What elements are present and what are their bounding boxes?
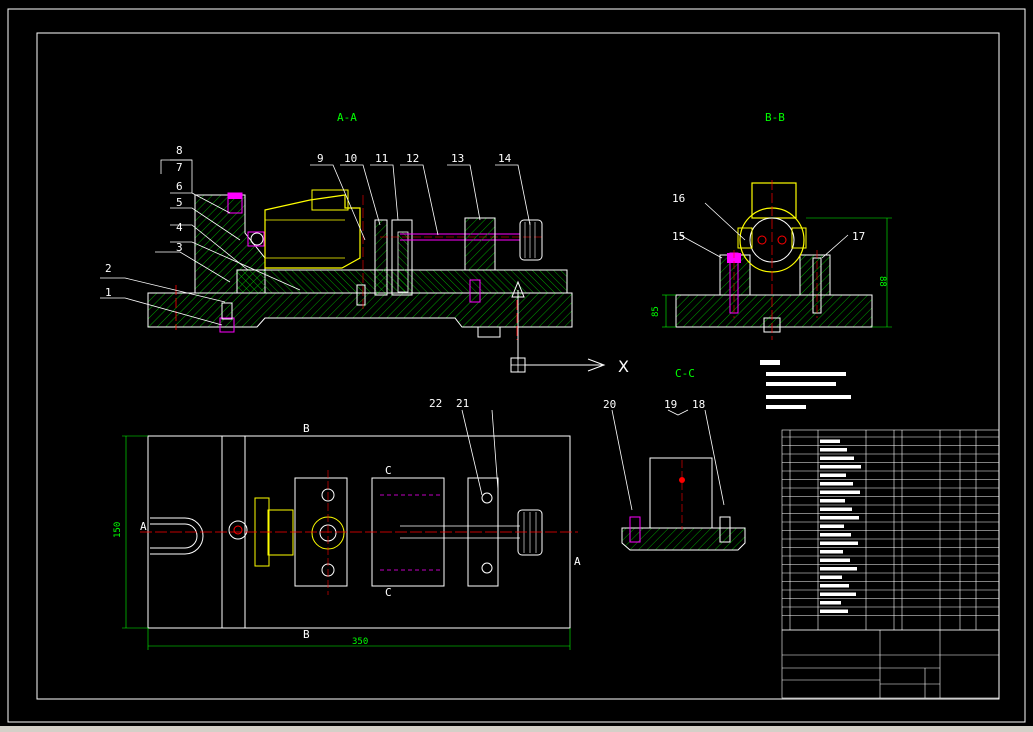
section-label-cc: C-C: [675, 367, 695, 380]
view-mark-b-bottom: B: [303, 628, 310, 641]
balloon-12: 12: [406, 152, 419, 165]
balloon-5: 5: [176, 196, 183, 209]
axis-x-label: X: [618, 357, 629, 376]
parts-list: [781, 429, 1000, 631]
balloon-17: 17: [852, 230, 865, 243]
parts-list-row-text: [820, 482, 853, 486]
parts-list-row-text: [820, 550, 843, 554]
status-bar: [0, 726, 1033, 732]
dimension-150: 150: [113, 522, 123, 538]
parts-list-row-text: [820, 507, 852, 511]
parts-list-row-text: [820, 584, 849, 588]
section-view-cc: C-C 20 19 18: [603, 367, 746, 551]
balloon-1: 1: [105, 286, 112, 299]
parts-list-row-text: [820, 567, 857, 571]
inner-frame: [36, 32, 1000, 700]
balloon-11: 11: [375, 152, 388, 165]
leader-lines-aa: [100, 159, 531, 326]
view-mark-a-right: A: [574, 555, 581, 568]
balloon-21: 21: [456, 397, 469, 410]
balloon-15: 15: [672, 230, 685, 243]
balloon-16: 16: [672, 192, 685, 205]
balloon-10: 10: [344, 152, 357, 165]
view-mark-a-left: A: [140, 520, 147, 533]
parts-list-row-text: [820, 456, 854, 460]
parts-list-row-text: [820, 448, 847, 452]
view-mark-c-top: C: [385, 464, 392, 477]
balloon-20: 20: [603, 398, 616, 411]
parts-list-row-text: [820, 541, 858, 545]
parts-list-row-text: [820, 609, 848, 613]
parts-list-row-text: [820, 524, 844, 528]
parts-list-row-text: [820, 516, 859, 520]
parts-list-row-text: [820, 490, 860, 494]
parts-list-row-text: [820, 575, 842, 579]
view-mark-b-top: B: [303, 422, 310, 435]
parts-list-row-text: [820, 533, 851, 537]
balloon-2: 2: [105, 262, 112, 275]
technical-notes: [760, 360, 851, 409]
section-view-bb: B-B 88 85 16 15 17: [651, 111, 892, 340]
parts-list-row-text: [820, 558, 850, 562]
parts-list-row-text: [820, 592, 856, 596]
parts-list-row-text: [820, 465, 861, 469]
outer-frame: [7, 8, 1026, 723]
section-label-aa: A-A: [337, 111, 357, 124]
balloon-3: 3: [176, 241, 183, 254]
balloon-4: 4: [176, 221, 183, 234]
balloon-labels-aa: 8 7 6 5 4 3 2 1 9 10 11 12 13 14: [105, 144, 512, 299]
title-block: [781, 629, 1000, 699]
balloon-14: 14: [498, 152, 512, 165]
axis-indicator: X: [510, 280, 629, 376]
section-view-aa: A-A: [147, 111, 573, 340]
parts-list-row-text: [820, 473, 846, 477]
dimension-88: 88: [877, 276, 887, 287]
balloon-22: 22: [429, 397, 442, 410]
view-mark-c-bottom: C: [385, 586, 392, 599]
balloon-8: 8: [176, 144, 183, 157]
section-label-bb: B-B: [765, 111, 785, 124]
balloon-9: 9: [317, 152, 324, 165]
balloon-13: 13: [451, 152, 464, 165]
balloon-18: 18: [692, 398, 705, 411]
plan-view: 22 21 A A B B C C 150 350: [113, 397, 581, 650]
parts-list-row-text: [820, 601, 841, 605]
dimension-85: 85: [651, 306, 661, 317]
parts-list-row-text: [820, 499, 845, 503]
parts-list-row-text: [820, 439, 840, 443]
dimension-350: 350: [352, 637, 368, 647]
parts-list-rows: [782, 436, 999, 616]
balloon-19: 19: [664, 398, 677, 411]
balloon-6: 6: [176, 180, 183, 193]
balloon-7: 7: [176, 161, 183, 174]
